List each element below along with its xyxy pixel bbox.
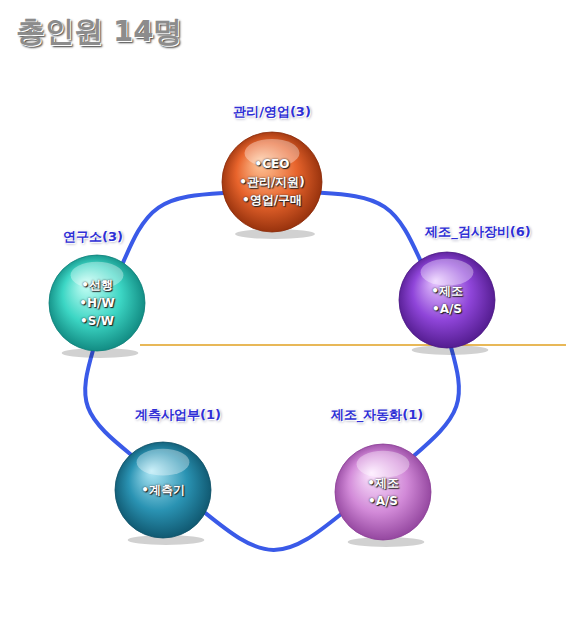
- divider-line: [140, 344, 566, 346]
- sphere-fill: [335, 444, 431, 540]
- sphere-gloss: [357, 451, 410, 478]
- sphere-gloss: [137, 449, 190, 476]
- bullet-item: •선행: [81, 276, 113, 294]
- node-heading: 계측사업부(1): [135, 406, 221, 424]
- sphere-body: •선행•H/W•S/W: [49, 255, 145, 351]
- sphere-body: •제조•A/S: [335, 444, 431, 540]
- bullet-item: •A/S: [432, 300, 462, 318]
- bullet-item: •영업/구매: [242, 191, 302, 209]
- ring-connector: [123, 193, 223, 263]
- bullet-item: •제조: [367, 474, 399, 492]
- automation-sphere: 제조_자동화(1)•제조•A/S: [335, 444, 431, 540]
- sphere-shape: [335, 444, 431, 540]
- bullet-item: •관리/지원): [239, 173, 305, 191]
- sphere-body: •CEO•관리/지원)•영업/구매: [222, 132, 322, 232]
- ring-connector: [205, 513, 340, 550]
- node-heading: 연구소(3): [63, 228, 123, 246]
- inspection-sphere: 제조_검사장비(6)•제조•A/S: [399, 252, 495, 348]
- node-heading: 제조_검사장비(6): [425, 223, 530, 241]
- bullet-item: •CEO: [255, 155, 290, 173]
- management-sphere: 관리/영업(3)•CEO•관리/지원)•영업/구매: [222, 132, 322, 232]
- node-heading: 관리/영업(3): [233, 103, 311, 121]
- bullet-item: •제조: [431, 282, 463, 300]
- sphere-shape: [399, 252, 495, 348]
- measurement-sphere: 계측사업부(1)•계측기: [115, 442, 211, 538]
- ring-connector: [414, 348, 459, 456]
- sphere-fill: [115, 442, 211, 538]
- lab-sphere: 연구소(3)•선행•H/W•S/W: [49, 255, 145, 351]
- bullet-item: •S/W: [80, 312, 114, 330]
- sphere-fill: [49, 255, 145, 351]
- page-title: 총인원 14명: [16, 12, 182, 52]
- ring-connector: [321, 193, 420, 260]
- sphere-fill: [222, 132, 322, 232]
- sphere-body: •제조•A/S: [399, 252, 495, 348]
- node-heading: 제조_자동화(1): [331, 406, 423, 424]
- sphere-body: •계측기: [115, 442, 211, 538]
- ring-connector: [85, 351, 131, 455]
- sphere-fill: [399, 252, 495, 348]
- bullet-item: •계측기: [141, 481, 185, 499]
- sphere-gloss: [421, 259, 474, 286]
- bullet-item: •H/W: [79, 294, 114, 312]
- bullet-item: •A/S: [368, 492, 398, 510]
